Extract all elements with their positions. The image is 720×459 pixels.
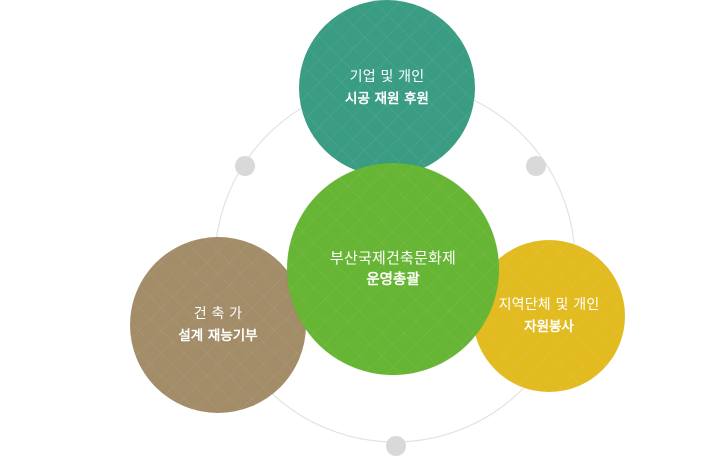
node-architect: 건 축 가 설계 재능기부 xyxy=(130,237,306,413)
node-title: 건 축 가 xyxy=(193,306,243,322)
ring-dot-bottom xyxy=(386,436,406,456)
node-festival-management: 부산국제건축문화제 운영총괄 xyxy=(287,163,499,375)
ring-dot-left xyxy=(235,156,255,176)
ring-dot-right xyxy=(526,156,546,176)
node-role: 시공 재원 후원 xyxy=(345,91,429,107)
node-title: 지역단체 및 개인 xyxy=(498,297,600,313)
node-corporate-sponsor: 기업 및 개인 시공 재원 후원 xyxy=(299,0,475,176)
node-role: 설계 재능기부 xyxy=(178,328,258,344)
node-role: 자원봉사 xyxy=(524,319,574,335)
node-title: 기업 및 개인 xyxy=(349,69,425,85)
node-volunteer: 지역단체 및 개인 자원봉사 xyxy=(473,240,625,392)
node-role: 운영총괄 xyxy=(366,272,420,288)
node-title: 부산국제건축문화제 xyxy=(329,249,456,267)
